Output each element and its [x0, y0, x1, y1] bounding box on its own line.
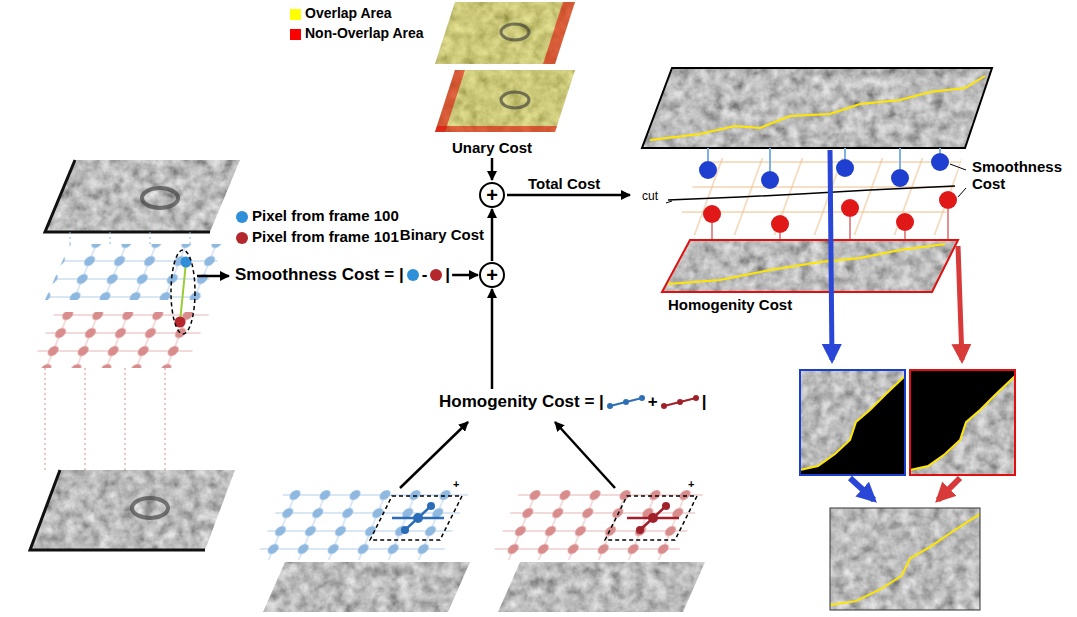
frame-border	[662, 240, 958, 292]
frame-image	[642, 68, 992, 148]
connector-arrow	[491, 209, 494, 261]
sign-label: +	[687, 479, 695, 490]
bracket-line	[958, 188, 966, 197]
homogeneity-patches	[255, 490, 705, 612]
output-frame-101	[910, 370, 1015, 475]
pixel-grid-frame-101	[30, 312, 210, 368]
frame-image	[498, 562, 705, 612]
frame-image	[435, 2, 575, 64]
pixel-chain-icon	[660, 394, 700, 410]
split-arrow	[958, 246, 962, 360]
highlight-ellipse	[171, 250, 195, 334]
sign-label: +	[452, 479, 460, 490]
pixel-grid-frame-101	[490, 490, 705, 560]
pixel-link	[180, 262, 186, 322]
frame-image	[45, 160, 240, 232]
non-overlap-band	[435, 126, 557, 132]
cost-label: Smoothness Cost	[972, 158, 1068, 193]
highlight-box	[370, 496, 462, 540]
legend-text: Overlap Area	[305, 5, 392, 21]
graph-grid	[672, 158, 962, 235]
cut-line	[668, 186, 955, 200]
edge-label: Binary Cost	[400, 226, 484, 243]
legend-swatch	[236, 232, 248, 244]
blue-links	[708, 148, 940, 171]
formula-text: Smoothness Cost = |	[235, 265, 404, 285]
lesion-mark	[142, 188, 178, 208]
frame-image	[263, 562, 470, 612]
formula-symbol: -	[422, 265, 428, 285]
frame-edge	[30, 470, 205, 550]
lesion-mark	[501, 24, 529, 40]
projection-lines	[70, 232, 190, 246]
cut-label: cut	[642, 190, 658, 204]
frame-image	[30, 470, 235, 550]
connector-arrow	[491, 289, 494, 389]
pointer-arrow	[555, 422, 615, 488]
leader-line	[666, 201, 672, 203]
formula-symbol: |	[702, 392, 707, 412]
legend-swatch	[290, 9, 301, 20]
legend-text: Pixel from frame 100	[252, 207, 399, 224]
overlap-tint	[435, 70, 575, 132]
cost-label: Unary Cost	[452, 139, 532, 156]
seam-line	[668, 244, 945, 284]
lesion-mark	[501, 92, 529, 108]
formula-symbol: |	[445, 265, 450, 285]
cost-label: Total Cost	[528, 175, 600, 192]
pixel-chain-icon	[606, 394, 646, 410]
split-arrow	[830, 150, 832, 360]
merge-arrow	[938, 478, 960, 500]
non-overlap-band	[543, 2, 575, 64]
frame-image	[662, 240, 958, 292]
cost-formula: Smoothness Cost = |-|	[234, 263, 451, 287]
sum-symbol: +	[486, 265, 498, 285]
bracket-line	[950, 164, 966, 170]
highlight-box	[605, 496, 697, 540]
graph-cut-stack	[642, 68, 992, 292]
blue-nodes	[699, 153, 949, 189]
pointer-arrow	[197, 275, 229, 278]
pixel-grid-frame-100	[45, 244, 225, 300]
sum-symbol: +	[486, 185, 498, 205]
legend-text: Pixel from frame 101	[252, 228, 399, 245]
frame-image	[435, 70, 575, 132]
frame-border	[642, 68, 992, 148]
output-frame-100	[800, 370, 905, 475]
connector-arrow	[452, 274, 478, 277]
sum-circle: +	[479, 182, 505, 208]
projection-lines	[45, 368, 165, 470]
cost-formula: Homogenity Cost = | + |	[438, 390, 708, 414]
stitched-result	[830, 508, 980, 610]
seam-line	[650, 76, 985, 140]
legend-swatch	[290, 29, 301, 40]
non-overlap-band	[435, 70, 465, 132]
pixel-grid-frame-100	[255, 490, 470, 560]
sum-circle: +	[479, 262, 505, 288]
left-stack	[30, 160, 240, 550]
merge-arrow	[850, 478, 874, 500]
formula-symbol: +	[648, 392, 658, 412]
total-cost-arrow	[507, 194, 630, 197]
lesion-mark	[132, 498, 168, 518]
cost-label: Homogenity Cost	[668, 296, 792, 313]
pixel-dot-icon	[429, 268, 443, 282]
unary-frames	[435, 2, 575, 132]
pixel-dot-icon	[406, 268, 420, 282]
overlap-tint	[435, 2, 575, 64]
formula-text: Homogenity Cost = |	[439, 392, 604, 412]
frame-edge	[45, 160, 210, 232]
legend-text: Non-Overlap Area	[305, 25, 424, 41]
unary-arrow	[491, 158, 494, 180]
legend-swatch	[236, 211, 248, 223]
